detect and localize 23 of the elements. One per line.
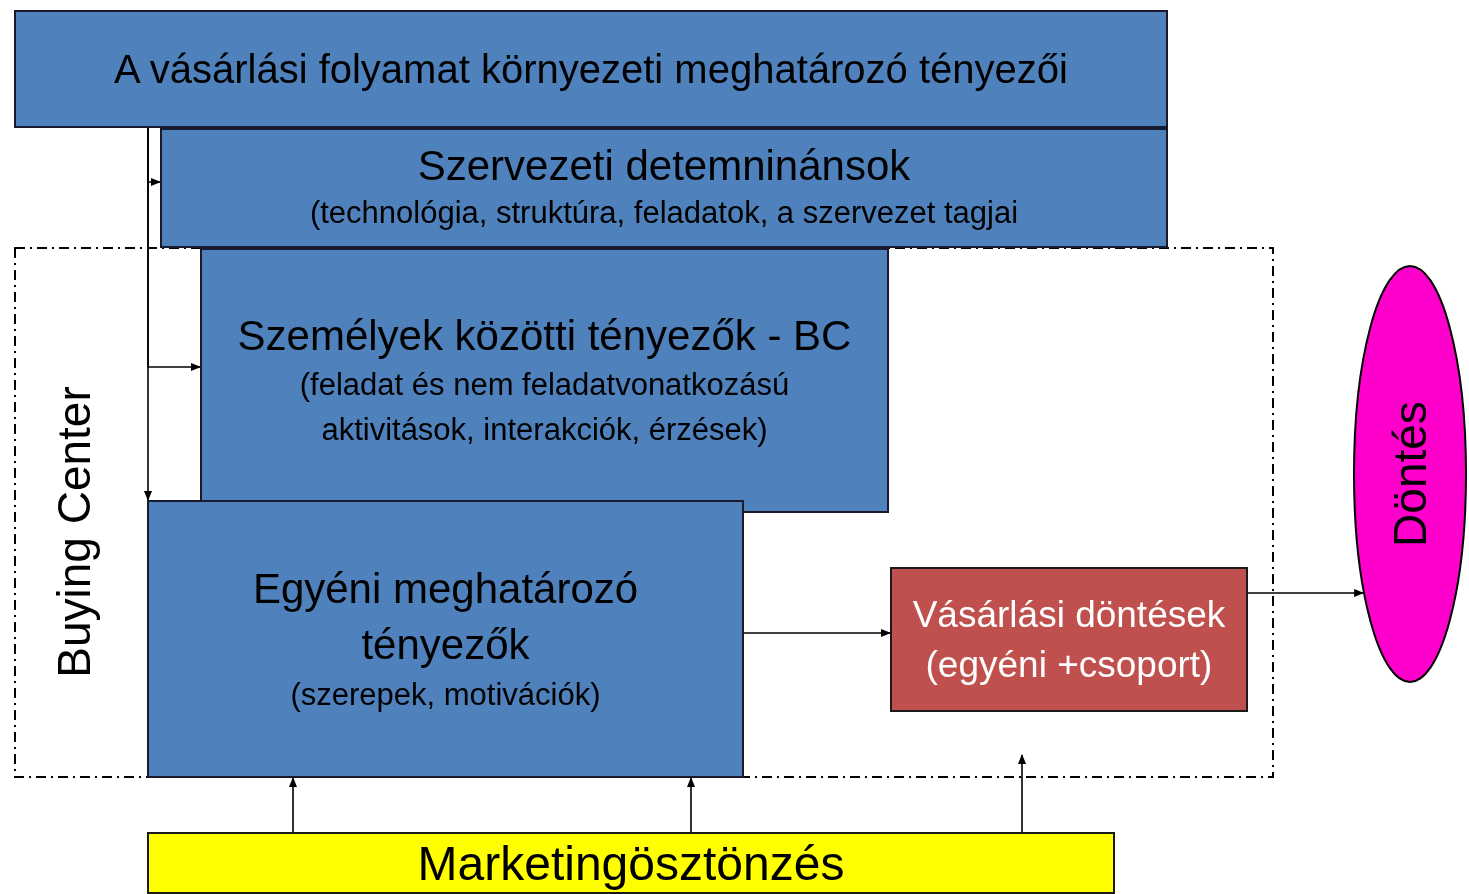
box-title: Marketingösztönzés (417, 836, 845, 892)
box-title: Szervezeti detemninánsok (417, 141, 911, 191)
arrow (144, 127, 152, 501)
box-subtitle: (technológia, struktúra, feladatok, a szervezet tagjai (309, 194, 1019, 232)
arrow (1247, 589, 1365, 597)
arrow (743, 629, 891, 637)
box-text: (egyéni +csoport) (925, 642, 1213, 687)
arrow (1018, 754, 1026, 833)
box-title: Egyéni meghatározó tényezők (251, 564, 640, 670)
header-title: A vásárlási folyamat környezeti meghatározó tényezői (114, 46, 1068, 93)
factor-box (160, 128, 1168, 248)
header-box (14, 10, 1168, 128)
arrow (289, 777, 297, 833)
stimulus-box (147, 832, 1115, 894)
outcome-label: Döntés (1387, 401, 1433, 547)
box-text: Vásárlási döntések (912, 592, 1226, 637)
arrow (687, 777, 695, 833)
box-subtitle: (szerepek, motivációk) (290, 676, 601, 714)
box-title: Személyek közötti tényezők - BC (237, 310, 852, 361)
box-subtitle: (feladat és nem feladatvonatkozású aktivitások, interakciók, érzések) (298, 365, 791, 449)
decision-box (890, 567, 1248, 712)
factor-box (200, 248, 889, 513)
factor-box (147, 500, 744, 778)
